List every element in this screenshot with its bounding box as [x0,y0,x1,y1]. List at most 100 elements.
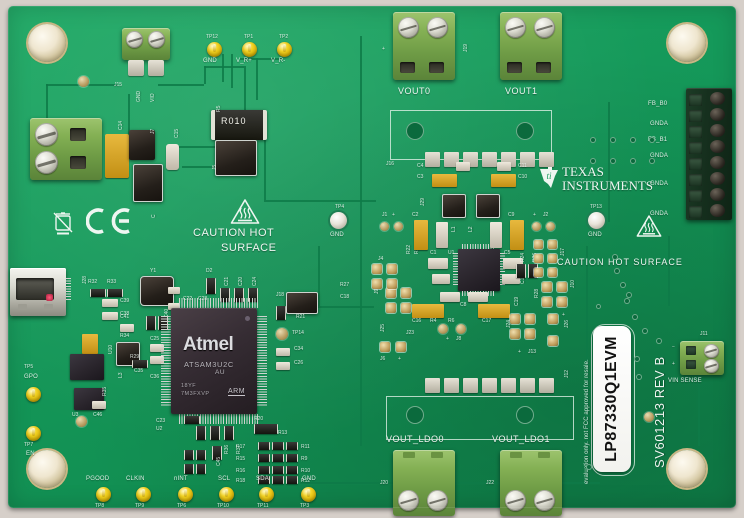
test-point-tp2[interactable] [277,42,292,57]
pad-tp14 [276,328,288,340]
output-via-ldo1 [516,406,534,424]
test-point-tp5[interactable] [26,387,41,402]
test-point-label-gnd-bottom: GND [302,476,316,482]
header-pad[interactable] [542,282,552,292]
silk-ref-r13: R13 [278,430,288,436]
header-pad[interactable] [548,254,557,263]
header-pin[interactable] [710,156,725,169]
trace [231,54,233,88]
header-pad[interactable] [525,314,535,324]
header-pad[interactable] [557,282,567,292]
header-pad[interactable] [548,240,557,249]
wire-slot [686,346,696,355]
header-pad[interactable] [534,240,543,249]
screw-head[interactable] [505,490,526,511]
test-point-tp7[interactable] [26,426,41,441]
resistor-r20 [254,424,278,434]
test-point-tp11[interactable] [259,487,274,502]
header-slot [689,158,702,170]
test-point-tp12[interactable] [207,42,222,57]
header-pin[interactable] [710,140,725,153]
header-pad[interactable] [525,329,535,339]
header-pad-j6b[interactable] [396,342,406,352]
header-pad-j26[interactable] [548,314,558,324]
header-pad[interactable] [534,254,543,263]
header-pad[interactable] [401,288,411,298]
hot-surface-triangle-icon [636,215,662,237]
screw-head[interactable] [148,31,165,48]
screw-head[interactable] [704,344,719,358]
through-hole-pad[interactable] [546,222,555,231]
solder-pad [128,60,144,76]
header-pin[interactable] [710,108,725,121]
test-point-tp8[interactable] [96,487,111,502]
resistor [212,446,222,460]
test-point-tp4[interactable] [330,212,347,229]
silk-ref-c23: C23 [156,418,166,424]
header-pad[interactable] [510,314,520,324]
screw-head[interactable] [534,17,555,38]
test-point-tp6[interactable] [178,487,193,502]
header-pad[interactable] [510,329,520,339]
ic-lot-code: 7M3FXVP [181,391,210,397]
connector-label-vin-sense: VIN SENSE [668,378,702,384]
header-pin[interactable] [710,92,725,105]
header-slot [689,110,702,122]
header-pad[interactable] [387,279,397,289]
screw-head[interactable] [534,490,555,511]
via [656,338,662,344]
screw-head[interactable] [35,123,58,146]
test-point-tp3[interactable] [301,487,316,502]
resistor-array [272,466,284,474]
header-pin[interactable] [710,172,725,185]
screw-head[interactable] [505,17,526,38]
capacitor-c8 [440,292,460,302]
silk-ref-r22: R22 [406,244,412,254]
silk-ref-r21: R21 [296,314,306,320]
header-pad[interactable] [534,268,543,277]
silk-ref-u1: U1 [448,250,455,256]
header-pin[interactable] [710,124,725,137]
header-pad[interactable] [548,268,557,277]
header-pad-j6[interactable] [380,342,390,352]
usb-port-opening[interactable] [16,278,54,300]
header-pad[interactable] [387,264,397,274]
silk-ref-c4: C4 [417,163,424,169]
test-point-tp1[interactable] [242,42,257,57]
header-pad[interactable] [386,303,396,313]
header-pad-j26b[interactable] [548,336,558,346]
screw-head[interactable] [427,17,448,38]
screw-head[interactable] [35,151,58,174]
mounting-hole-top-right [668,24,706,62]
via [630,137,636,143]
screw-head[interactable] [398,490,419,511]
through-hole-pad[interactable] [438,324,448,334]
header-pad[interactable] [542,297,552,307]
header-pad[interactable] [386,288,396,298]
capacitor-c41 [120,324,134,332]
screw-head[interactable] [398,17,419,38]
screw-head[interactable] [126,31,143,48]
header-pad[interactable] [401,303,411,313]
test-point-tp9[interactable] [136,487,151,502]
through-hole-pad[interactable] [456,324,466,334]
via [586,464,592,470]
silk-ref-c2: C2 [412,212,419,218]
through-hole-pad[interactable] [380,222,389,231]
header-pad[interactable] [557,297,567,307]
ic-pin1-dot [245,316,250,321]
header-pad[interactable] [372,279,382,289]
header-pad[interactable] [372,264,382,274]
silk-ref-j19: J19 [463,43,469,52]
resistor-array [258,466,270,474]
through-hole-pad[interactable] [532,222,541,231]
header-pin[interactable] [710,188,725,201]
test-point-tp13[interactable] [588,212,605,229]
inductor-l2b [476,194,500,218]
through-hole-pad[interactable] [394,222,403,231]
screw-head[interactable] [427,490,448,511]
test-point-tp10[interactable] [219,487,234,502]
ic-pins-top [179,298,259,308]
header-pin[interactable] [710,204,725,217]
screw-head[interactable] [704,359,719,373]
